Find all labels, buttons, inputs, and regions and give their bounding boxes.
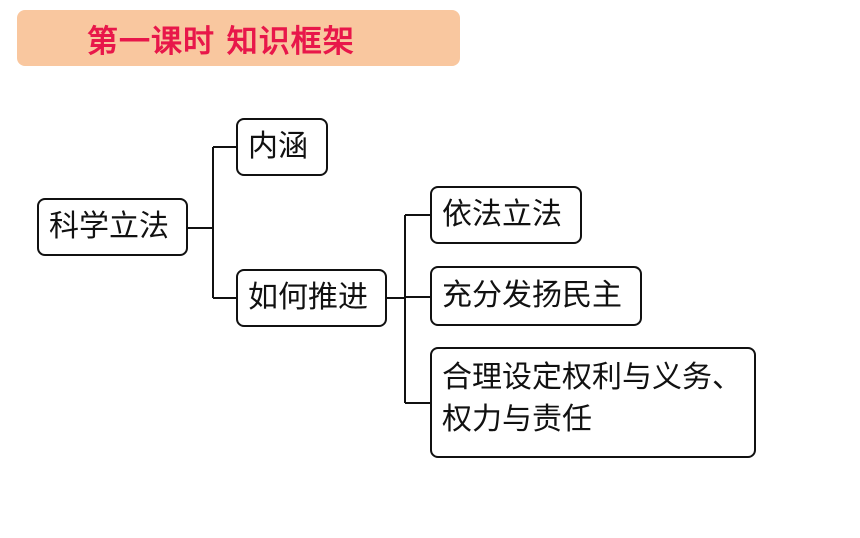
node-minzhu: 充分发扬民主	[430, 266, 642, 326]
node-yifalifa-label: 依法立法	[442, 197, 562, 232]
node-neihan: 内涵	[236, 118, 328, 176]
node-ruhetuijin-label: 如何推进	[248, 280, 368, 315]
node-neihan-label: 内涵	[248, 129, 308, 164]
node-root: 科学立法	[37, 198, 188, 256]
node-yifalifa: 依法立法	[430, 186, 582, 244]
node-root-label: 科学立法	[49, 209, 169, 244]
node-quanli-label-line2: 权力与责任	[442, 402, 592, 437]
node-ruhetuijin: 如何推进	[236, 269, 387, 327]
node-minzhu-label: 充分发扬民主	[442, 278, 622, 313]
node-quanli-label-line1: 合理设定权利与义务、	[442, 360, 742, 395]
node-quanli: 合理设定权利与义务、 权力与责任	[430, 347, 756, 458]
page-title: 第一课时 知识框架	[87, 23, 355, 60]
title-banner: 第一课时 知识框架	[17, 10, 460, 66]
